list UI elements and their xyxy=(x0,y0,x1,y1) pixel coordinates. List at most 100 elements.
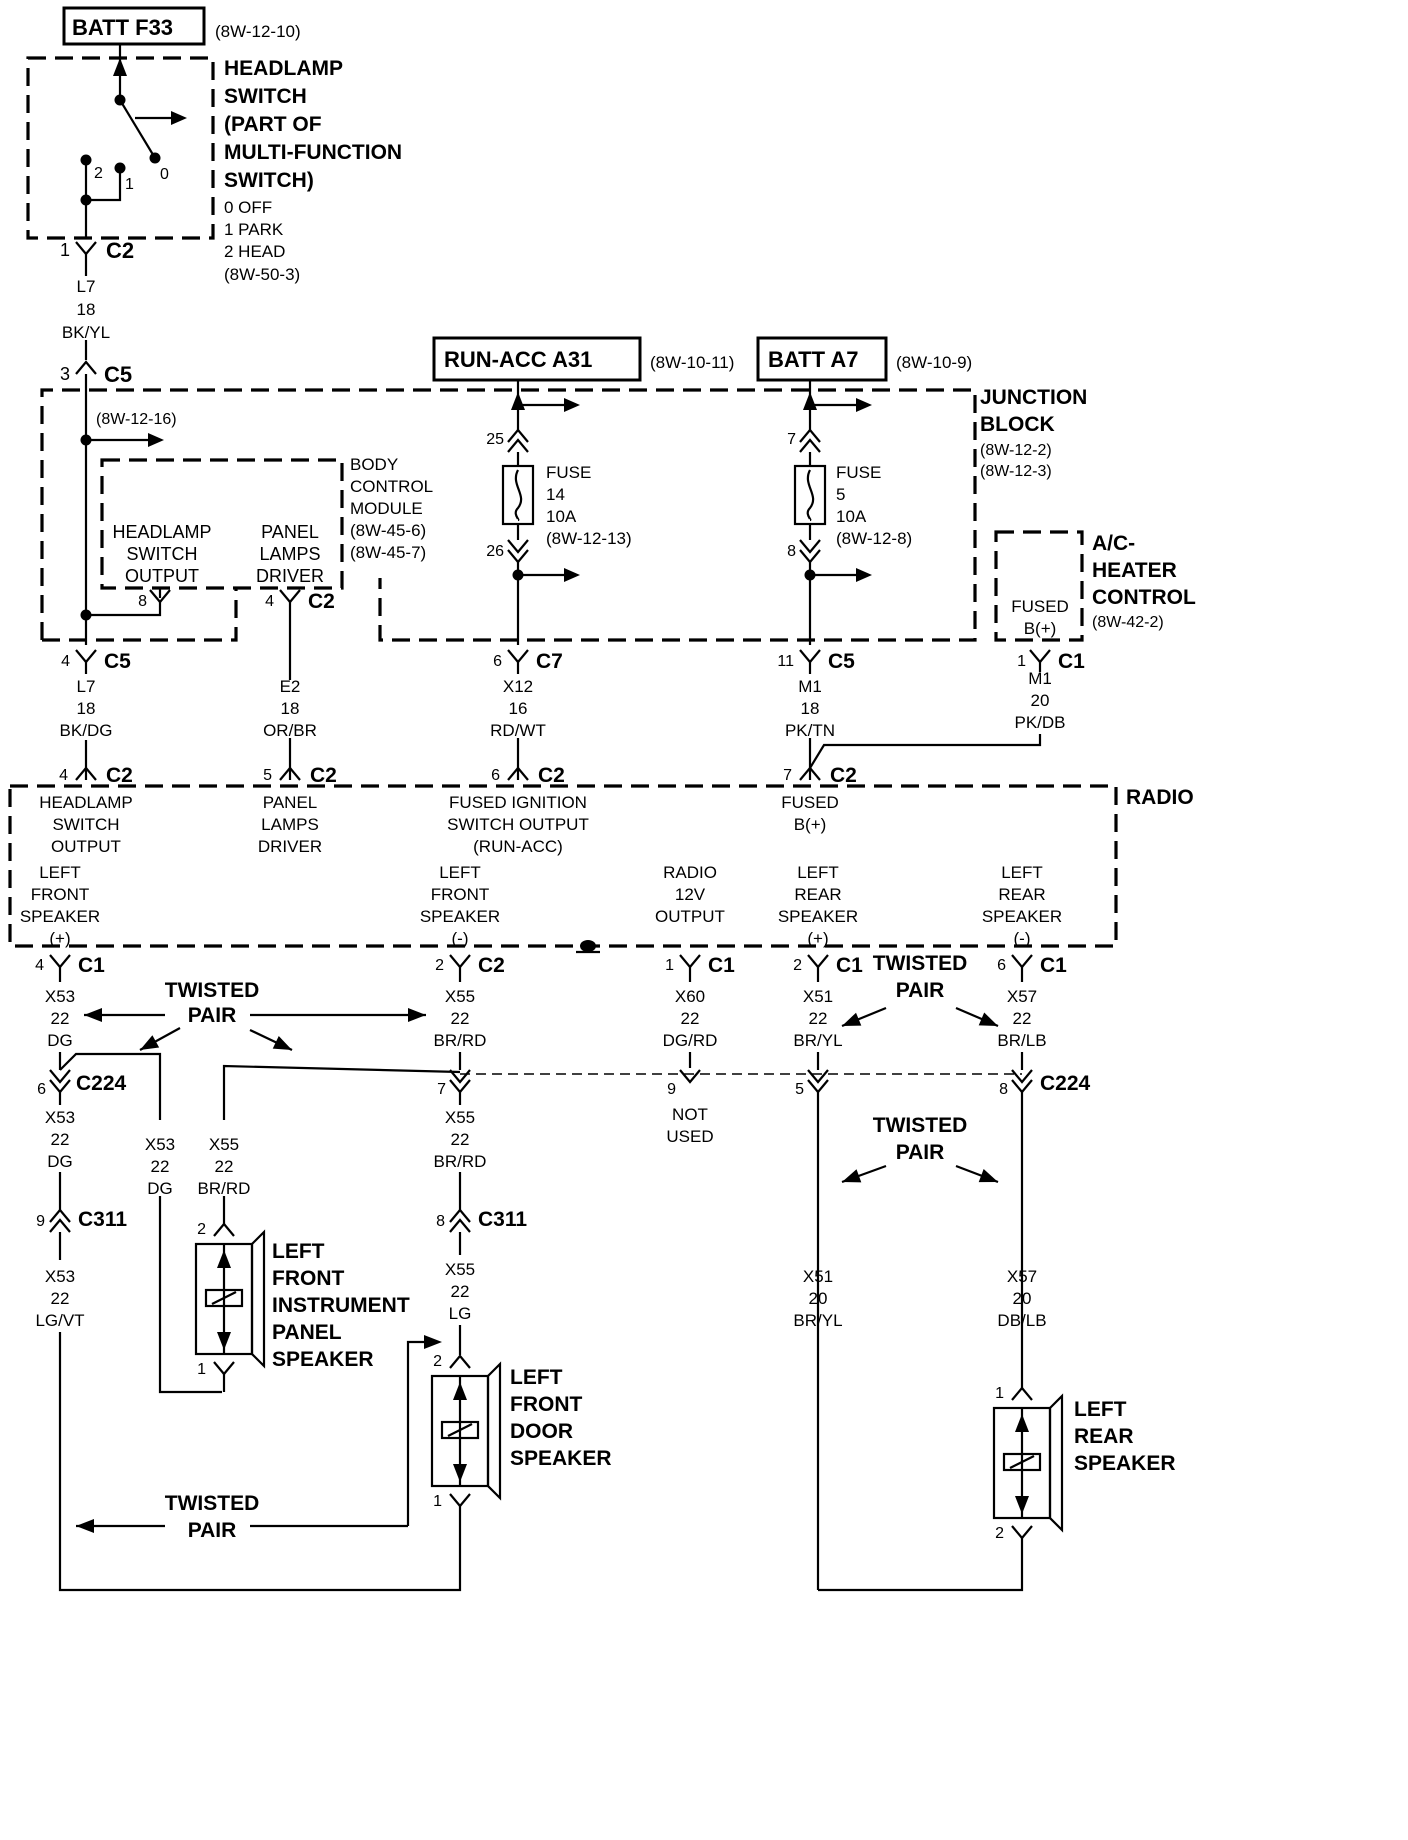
fuse-label: 5 xyxy=(836,485,845,504)
twisted-pair-label: PAIR xyxy=(896,979,945,1002)
radio-input-label: HEADLAMP xyxy=(39,793,133,812)
wire-x12: X12 xyxy=(503,677,533,696)
ground-icon xyxy=(580,940,596,952)
connector-pin: 8 xyxy=(787,543,796,560)
arrow-head xyxy=(453,1464,467,1482)
wire-x55: X55 xyxy=(445,987,475,1006)
ref-label: (8W-12-16) xyxy=(96,411,177,428)
wire xyxy=(818,1538,1024,1592)
wire xyxy=(86,168,122,202)
connector-symbol xyxy=(1011,1525,1033,1540)
radio-output-label: SPEAKER xyxy=(20,907,100,926)
connector-c311 xyxy=(49,1218,71,1233)
ref-label: (8W-12-10) xyxy=(215,22,301,41)
connector-name: C2 xyxy=(106,764,133,787)
connector-pin: 2 xyxy=(435,957,444,974)
connector-c224 xyxy=(449,1069,471,1084)
ac-heater-title: A/C- xyxy=(1092,532,1135,555)
wire-x57: 22 xyxy=(1013,1009,1032,1028)
wire-x55: 22 xyxy=(451,1282,470,1301)
ref-label: (8W-12-3) xyxy=(980,463,1052,480)
radio-output-label: (-) xyxy=(1014,929,1031,948)
connector-symbol xyxy=(507,539,529,554)
wire-x57: DB/LB xyxy=(997,1311,1046,1330)
twisted-pair-label: TWISTED xyxy=(165,1492,260,1515)
wire-x55: BR/RD xyxy=(434,1152,487,1171)
connector-pin: 1 xyxy=(433,1493,442,1510)
fuse-5-element xyxy=(806,469,815,522)
batt-a7-box xyxy=(756,336,888,382)
switch-blade xyxy=(119,99,156,159)
radio-input-label: B(+) xyxy=(794,815,827,834)
connector-name: C2 xyxy=(106,238,134,263)
ac-heater-title: HEATER xyxy=(1092,559,1177,582)
connector-c224 xyxy=(1011,1069,1033,1084)
connector-c224 xyxy=(679,1069,701,1084)
twisted-pair-arrow-head xyxy=(978,1012,998,1026)
ref-label: (8W-10-9) xyxy=(896,353,972,372)
wire-x57: X57 xyxy=(1007,987,1037,1006)
wire-e2: OR/BR xyxy=(263,721,317,740)
fuse-label: (8W-12-8) xyxy=(836,529,912,548)
radio-output-label: (-) xyxy=(452,929,469,948)
connector-c1 xyxy=(1029,649,1051,664)
not-used-label: USED xyxy=(666,1127,713,1146)
radio-output-label: RADIO xyxy=(663,863,717,882)
wire-x53: LG/VT xyxy=(35,1311,84,1330)
connector-symbol xyxy=(679,954,701,969)
ref-label: (8W-12-2) xyxy=(980,442,1052,459)
wire-l7: 18 xyxy=(77,300,96,319)
connector-symbol xyxy=(507,428,529,443)
switch-pin: 0 xyxy=(160,166,169,183)
arrow-head xyxy=(1015,1496,1029,1514)
wire-x55: X55 xyxy=(209,1135,239,1154)
connector-symbol xyxy=(449,1493,471,1508)
connector-pin: 6 xyxy=(37,1081,46,1098)
twisted-pair-arrow-head xyxy=(272,1035,292,1050)
headlamp-switch-title: SWITCH) xyxy=(224,169,314,192)
connector-pin: 5 xyxy=(795,1081,804,1098)
connector-c224 xyxy=(49,1069,71,1084)
arrow-head xyxy=(424,1335,442,1349)
radio-output-label: LEFT xyxy=(797,863,839,882)
fuse-5-body xyxy=(793,464,827,526)
connector-c2 xyxy=(279,589,301,604)
connector-name: C224 xyxy=(76,1072,127,1095)
rear-speaker-title: SPEAKER xyxy=(1074,1452,1176,1475)
arrow-head xyxy=(564,568,580,582)
batt-a7-label: BATT A7 xyxy=(768,347,858,372)
connector-name: C5 xyxy=(828,650,855,673)
connector-pin: 2 xyxy=(197,1221,206,1238)
radio-output-label: REAR xyxy=(998,885,1045,904)
radio-input-label: SWITCH xyxy=(52,815,119,834)
wire-x51: BR/YL xyxy=(793,1311,842,1330)
connector-pin: 1 xyxy=(995,1385,1004,1402)
wire-x55: BR/RD xyxy=(434,1031,487,1050)
bcm-pin-label: HEADLAMP xyxy=(112,522,211,542)
wire xyxy=(86,602,162,617)
rear-speaker-cone xyxy=(1048,1393,1064,1533)
wire-x57: 20 xyxy=(1013,1289,1032,1308)
arrow-head xyxy=(113,58,127,76)
connector-name: C1 xyxy=(1058,650,1085,673)
connector-name: C5 xyxy=(104,650,131,673)
radio-output-label: FRONT xyxy=(31,885,90,904)
wire-m1: 20 xyxy=(1031,691,1050,710)
connector-symbol xyxy=(507,438,529,453)
radio-boundary xyxy=(8,784,1118,948)
door-speaker-title: FRONT xyxy=(510,1393,582,1416)
connector-pin: 25 xyxy=(486,431,504,448)
connector-pin: 4 xyxy=(61,653,70,670)
connector-c311 xyxy=(49,1208,71,1223)
headlamp-switch-title: MULTI-FUNCTION xyxy=(224,141,402,164)
twisted-pair-label: TWISTED xyxy=(165,979,260,1002)
radio-input-label: LAMPS xyxy=(261,815,319,834)
connector-pin: 3 xyxy=(60,364,70,384)
wire-m1: PK/DB xyxy=(1014,713,1065,732)
connector-pin: 7 xyxy=(437,1081,446,1098)
connector-name: C7 xyxy=(536,650,563,673)
radio-input-label: (RUN-ACC) xyxy=(473,837,563,856)
radio-input-label: FUSED IGNITION xyxy=(449,793,587,812)
radio-output-label: SPEAKER xyxy=(982,907,1062,926)
